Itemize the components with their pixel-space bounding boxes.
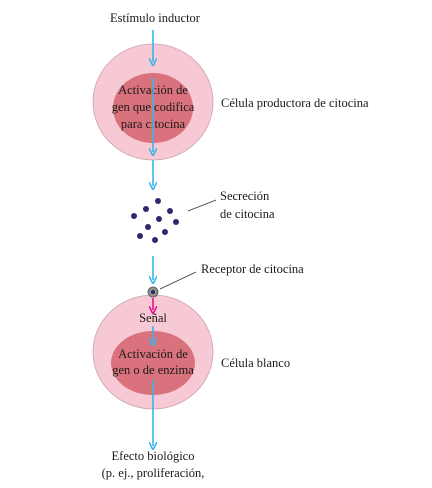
effect-label-line-2: (p. ej., proliferación, — [102, 466, 205, 480]
top-label: Estímulo inductor — [110, 11, 201, 25]
target-cell-nucleus — [111, 331, 195, 395]
cytokine-dots — [131, 198, 179, 243]
cytokine-dot — [143, 206, 149, 212]
secretion-pointer — [187, 199, 217, 212]
cytokine-dot — [131, 213, 137, 219]
target-cell: Señal Activación de gen o de enzima — [92, 294, 214, 410]
cytokine-dot — [162, 229, 168, 235]
cytokine-dot — [167, 208, 173, 214]
cytokine-dot — [152, 237, 158, 243]
effect-label-line-1: Efecto biológico — [112, 449, 195, 463]
cytokine-dot — [145, 224, 151, 230]
cytokine-dot — [137, 233, 143, 239]
receptor-pointer — [159, 271, 197, 290]
producer-cell-label: Célula productora de citocina — [221, 96, 369, 110]
target-inner-line-2: gen o de enzima — [112, 363, 194, 377]
receptor-icon — [147, 286, 159, 298]
secretion-label-line-1: Secreción — [220, 189, 270, 203]
target-inner-line-1: Activación de — [118, 347, 188, 361]
receptor-label: Receptor de citocina — [201, 262, 304, 276]
signal-text: Señal — [139, 311, 167, 325]
secretion-label-line-2: de citocina — [220, 207, 275, 221]
cytokine-dot — [155, 198, 161, 204]
cytokine-dot — [173, 219, 179, 225]
cytokine-dot — [156, 216, 162, 222]
target-cell-label: Célula blanco — [221, 356, 290, 370]
